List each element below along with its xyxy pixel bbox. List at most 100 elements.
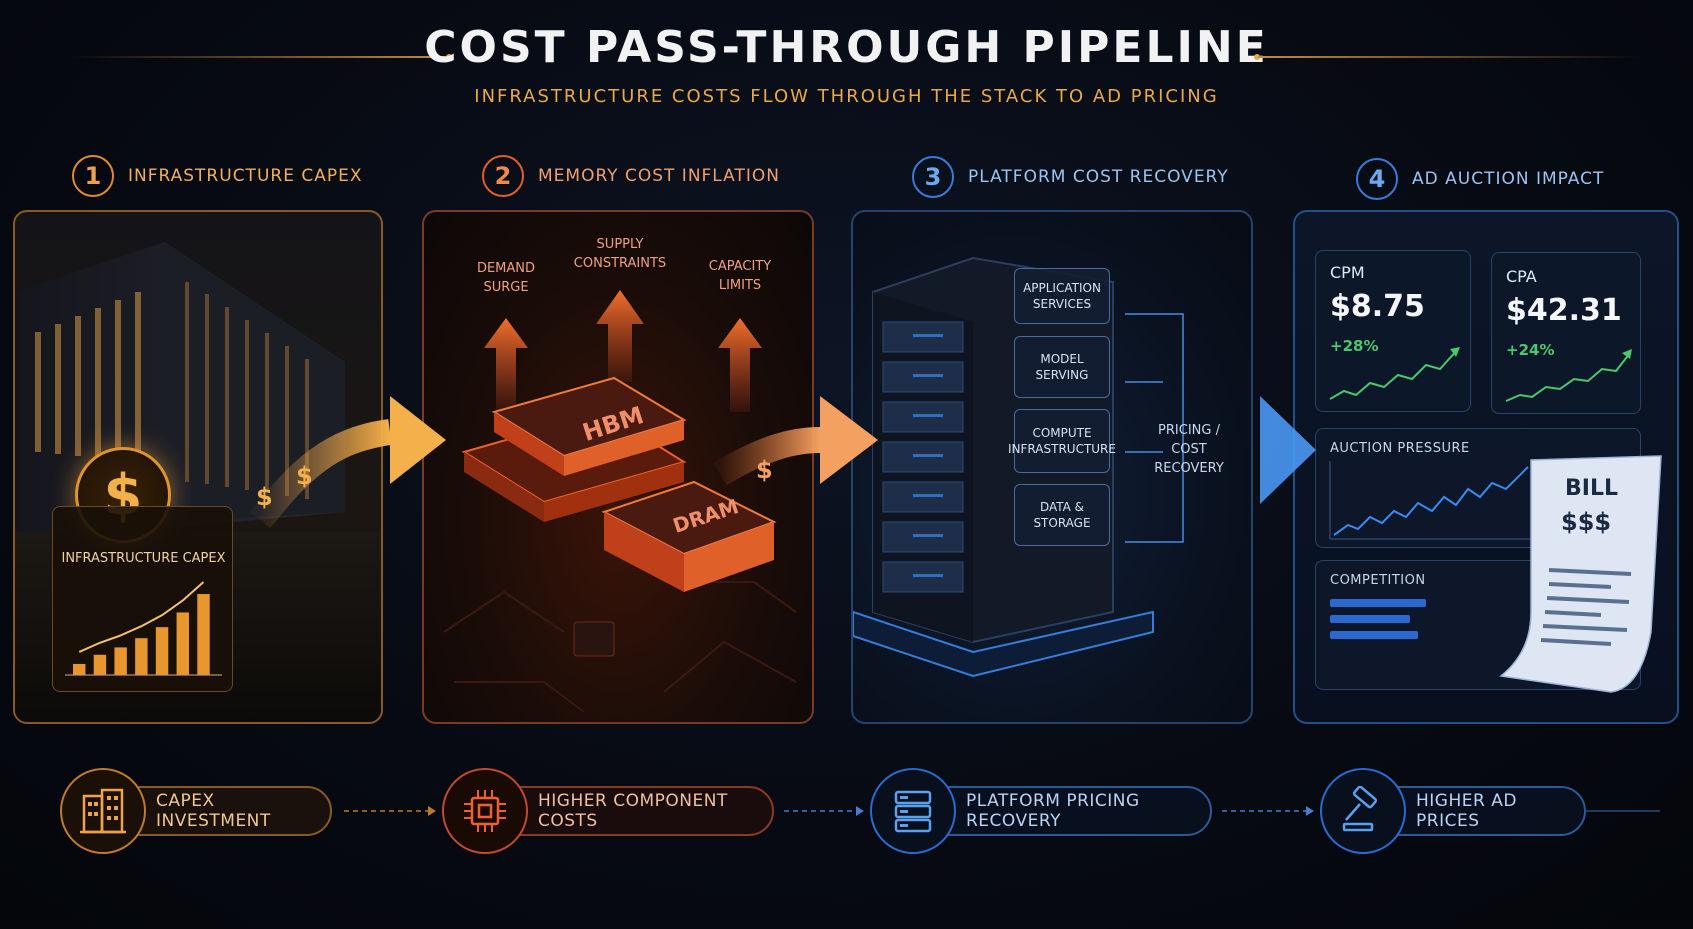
pressure-demand-line2: SURGE <box>483 279 529 295</box>
step-header-1: 1 INFRASTRUCTURE CAPEX <box>72 154 362 198</box>
svg-text:$: $ <box>296 462 313 490</box>
capex-bar <box>93 654 107 675</box>
metric-cpm-value: $8.75 <box>1330 289 1425 324</box>
step-label-2: MEMORY COST INFLATION <box>538 166 780 186</box>
competition-label: COMPETITION <box>1330 573 1426 588</box>
module-model-serving: MODEL SERVING <box>1014 336 1110 398</box>
step-number-4: 4 <box>1356 158 1398 200</box>
recovery-line2: COST <box>1171 441 1207 457</box>
step-header-4: 4 AD AUCTION IMPACT <box>1356 157 1604 201</box>
recovery-line1: PRICING / <box>1158 423 1220 438</box>
pressure-supply-constraints: SUPPLY CONSTRAINTS <box>550 236 690 274</box>
module-model-line1: MODEL <box>1040 351 1084 366</box>
capex-bar <box>197 594 210 675</box>
title-divider-dot-right <box>1254 54 1260 60</box>
metric-cpm-change: +28% <box>1330 337 1379 355</box>
competition-bar <box>1330 599 1426 607</box>
hbm-chip-stack <box>461 376 687 522</box>
step-label-1: INFRASTRUCTURE CAPEX <box>128 166 363 186</box>
capex-chart-card: INFRASTRUCTURE CAPEX <box>52 506 233 692</box>
pressure-demand-surge: DEMAND SURGE <box>446 260 566 298</box>
pressure-capacity-line2: LIMITS <box>718 277 762 293</box>
dram-chip-stack <box>601 480 777 592</box>
capex-bar <box>135 638 148 675</box>
module-compute-line1: COMPUTE <box>1032 425 1092 440</box>
step-header-2: 2 MEMORY COST INFLATION <box>482 154 780 198</box>
pricing-cost-recovery-label: PRICING / COST RECOVERY <box>1143 422 1235 479</box>
memory-chip-illustration <box>443 290 797 713</box>
capex-bar <box>155 627 169 675</box>
capex-chart-label: INFRASTRUCTURE CAPEX <box>61 551 226 566</box>
competition-bar <box>1330 631 1418 639</box>
pressure-capacity-line1: CAPACITY <box>708 259 772 274</box>
cpa-trend-sparkline <box>1505 349 1632 402</box>
module-compute-line2: INFRASTRUCTURE <box>1008 442 1116 456</box>
title-divider-left <box>70 56 450 58</box>
panel-ad-auction-impact: CPM $8.75 +28% CPA $42.31 +24% AUCTION P… <box>1293 210 1679 724</box>
competition-bar <box>1330 615 1410 623</box>
metric-cpa-change: +24% <box>1506 341 1555 359</box>
cpm-trend-sparkline <box>1329 347 1460 400</box>
svg-text:$: $ <box>756 456 773 484</box>
module-data-line1: DATA & <box>1039 499 1085 514</box>
module-data-line2: STORAGE <box>1033 516 1091 530</box>
capex-bar <box>176 612 189 675</box>
small-chip-icon <box>573 621 615 657</box>
capacity-limits-arrow <box>718 318 762 412</box>
bill-receipt-icon <box>1499 455 1662 693</box>
module-application-services: APPLICATION SERVICES <box>1014 268 1110 324</box>
auction-pressure-label: AUCTION PRESSURE <box>1330 441 1470 456</box>
metric-cpa-label: CPA <box>1506 267 1537 286</box>
metric-cpm-label: CPM <box>1330 263 1365 282</box>
pressure-supply-line1: SUPPLY <box>596 237 644 252</box>
flow-label-component: HIGHER COMPONENT COSTS <box>538 791 728 831</box>
module-compute-infrastructure: COMPUTE INFRASTRUCTURE <box>1008 409 1116 473</box>
arrow-capex-to-memory: $ $ <box>249 396 446 529</box>
arrow-memory-to-platform: $ <box>713 396 878 486</box>
capex-bar <box>114 647 127 675</box>
capex-bar-chart <box>65 581 222 676</box>
svg-text:$: $ <box>256 483 273 511</box>
page-subtitle: INFRASTRUCTURE COSTS FLOW THROUGH THE ST… <box>474 86 1219 107</box>
bill-amount: $$$ <box>1561 508 1612 536</box>
competition-bars <box>1330 599 1490 659</box>
demand-surge-arrow <box>484 318 528 412</box>
pressure-capacity-limits: CAPACITY LIMITS <box>680 258 800 296</box>
capex-trend-line <box>78 581 205 653</box>
gavel-icon <box>1320 768 1406 854</box>
pressure-supply-line2: CONSTRAINTS <box>573 255 667 271</box>
step-header-3: 3 PLATFORM COST RECOVERY <box>912 155 1229 199</box>
module-data-storage: DATA & STORAGE <box>1014 484 1110 546</box>
title-divider-right <box>1258 56 1643 58</box>
pressure-demand-line1: DEMAND <box>476 261 536 276</box>
step-number-2: 2 <box>482 155 524 197</box>
module-model-line2: SERVING <box>1035 368 1089 382</box>
panel-platform-cost-recovery: APPLICATION SERVICES MODEL SERVING COMPUTE… <box>851 210 1253 724</box>
recovery-line3: RECOVERY <box>1154 460 1224 476</box>
bill-title: BILL <box>1565 476 1618 501</box>
metric-card-cpm: CPM $8.75 +28% <box>1315 250 1471 412</box>
step-label-3: PLATFORM COST RECOVERY <box>968 167 1229 187</box>
auction-pressure-line-chart <box>1329 461 1534 540</box>
building-icon <box>60 768 146 854</box>
bottom-flow-arrowheads <box>428 806 1314 816</box>
rack-base-glow <box>853 610 1154 678</box>
panel-infrastructure-capex: $ INFRASTRUCTURE CAPEX <box>13 210 383 724</box>
step-number-1: 1 <box>72 155 114 197</box>
module-application-line1: APPLICATION <box>1023 280 1101 295</box>
module-application-line2: SERVICES <box>1032 297 1092 311</box>
supply-constraints-arrow <box>596 290 644 382</box>
panel-memory-cost-inflation: DEMAND SURGE SUPPLY CONSTRAINTS CAPACITY… <box>422 210 814 724</box>
arrow-platform-to-auction <box>1210 396 1316 504</box>
capex-bar <box>73 663 86 675</box>
metric-cpa-value: $42.31 <box>1506 293 1622 328</box>
chip-icon <box>442 768 528 854</box>
step-label-4: AD AUCTION IMPACT <box>1412 169 1605 189</box>
step-number-3: 3 <box>912 156 954 198</box>
metric-card-cpa: CPA $42.31 +24% <box>1491 252 1641 414</box>
title-divider-dot-left <box>446 54 452 60</box>
flow-label-platform: PLATFORM PRICING RECOVERY <box>966 791 1140 831</box>
flow-label-capex: CAPEX INVESTMENT <box>156 791 271 831</box>
page-title: COST PASS-THROUGH PIPELINE <box>424 22 1269 73</box>
